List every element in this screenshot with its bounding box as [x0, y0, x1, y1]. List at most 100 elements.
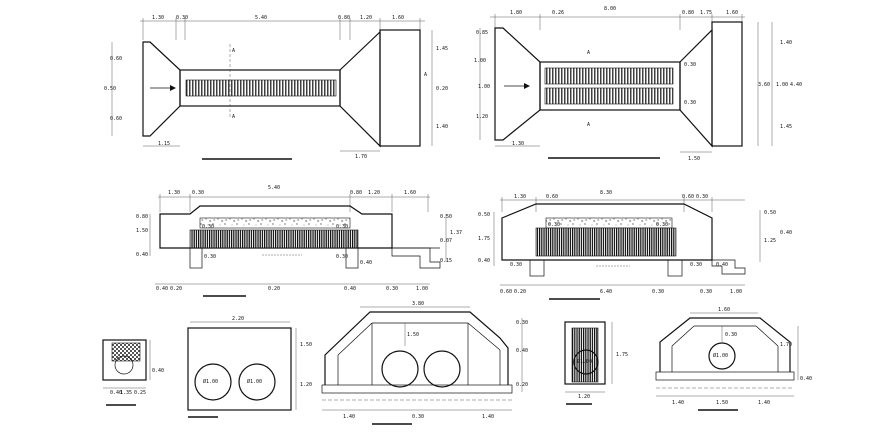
dim-right-2: 1.25: [764, 238, 776, 244]
inner-dim-2: 0.30: [336, 224, 348, 230]
dim-bottom-3: 1.40: [758, 400, 770, 406]
left-footing: [189, 247, 203, 269]
dim-top-5: 1.20: [368, 190, 380, 196]
dim-top-2: 0.60: [546, 194, 558, 200]
dim-bottom-2: 0.30: [412, 414, 424, 420]
deck-slab: [545, 217, 673, 229]
dim-top-3: 5.40: [255, 15, 267, 21]
pipe-label-right: Ø1.00: [247, 378, 262, 385]
dim-right-3: 0.20: [516, 382, 528, 388]
dim-right-1: 1.45: [436, 46, 448, 52]
left-footing: [529, 259, 545, 277]
pipe: [708, 342, 736, 370]
base-slab: [655, 371, 795, 381]
dim-bottom-2: 0.20: [170, 286, 182, 292]
dim-top-4: 0.80: [338, 15, 350, 21]
dim-top: 1.60: [718, 307, 730, 313]
dim-right-2: 3.60: [758, 82, 770, 88]
section-mark-a1: A: [587, 50, 590, 56]
dim-left-1: 0.50: [478, 212, 490, 218]
dim-right-2: 0.40: [800, 376, 812, 382]
dim-right-3: 1.00: [776, 82, 788, 88]
base-slab: [321, 384, 513, 394]
flow-arrow-icon: [170, 85, 176, 91]
dim-top-4: 1.75: [700, 10, 712, 16]
dim-right-1: 0.30: [516, 320, 528, 326]
dim-4: 0.40: [152, 368, 164, 374]
plan-view-right: 1.80 8.00 0.80 1.75 1.60 0.26 A A 0.30 0…: [474, 6, 802, 162]
dim-bottom-3: 1.40: [482, 414, 494, 420]
dim-bottom-1: 0.40: [156, 286, 168, 292]
dim-bottom-6: 1.00: [730, 289, 742, 295]
dim-top-6: 0.26: [552, 10, 564, 16]
riprap-apron: [711, 21, 743, 147]
inner-dim-1: 0.30: [202, 224, 214, 230]
culvert-barrel: [179, 69, 341, 107]
right-footing: [345, 247, 359, 269]
dim-bottom-4: 0.40: [344, 286, 356, 292]
dim-top-1: 1.80: [510, 10, 522, 16]
small-section-left: 0.40 1.35 0.25 0.40: [102, 339, 164, 406]
inner-dim-1: 0.30: [684, 62, 696, 68]
dim-mid: 1.50: [407, 332, 419, 338]
dim-left-4: 1.20: [476, 114, 488, 120]
double-pipe-section: 2.20 Ø1.00 Ø1.00 1.50 1.20: [187, 316, 312, 418]
dim-top-6: 1.60: [392, 15, 404, 21]
dim-right-1: 1.70: [780, 342, 792, 348]
dim-top-5: 1.20: [360, 15, 372, 21]
dim-left-3: 0.40: [136, 252, 148, 258]
dim-bottom-2: 1.50: [716, 400, 728, 406]
dim-left-2: 1.00: [474, 58, 486, 64]
dim-left-3: 0.50: [104, 86, 116, 92]
dim-right-1: 0.50: [440, 214, 452, 220]
dim-right-1: 1.40: [780, 40, 792, 46]
single-head-elevation: 1.60 0.30 Ø1.00 1.40 1.50 1.40 1.70 0.40: [655, 307, 812, 411]
dim-2: 1.35: [120, 390, 132, 396]
dim-bottom-4: 0.30: [652, 289, 664, 295]
dim-right-4: 1.45: [780, 124, 792, 130]
grate-section: [189, 229, 359, 249]
dim-top-1: 1.30: [168, 190, 180, 196]
dim-3: 0.25: [134, 390, 146, 396]
dim-right-2: 0.20: [436, 86, 448, 92]
pipe-label: Ø1.00: [713, 352, 728, 359]
dim-right-3: 1.40: [436, 124, 448, 130]
inner-dim-5: 0.40: [360, 260, 372, 266]
dim-bottom-2: 1.70: [355, 154, 367, 160]
dim-left-2: 1.75: [478, 236, 490, 242]
grate-strip: [185, 79, 337, 97]
inner-dim-5: 0.40: [716, 262, 728, 268]
apron: [711, 259, 746, 275]
dim-right: 1.75: [616, 352, 628, 358]
dim-right-4: 0.15: [440, 258, 452, 264]
double-head-elevation: 3.80 1.50 1.40 0.30 1.40 0.30 0.40 0.20: [321, 301, 528, 425]
plan-view-left: 1.30 0.30 5.40 0.80 1.20 1.60 A A A 0.60…: [104, 15, 448, 160]
dim-top: 2.20: [232, 316, 244, 322]
section-mark-a1: A: [232, 48, 235, 54]
inner-dim-4: 0.30: [336, 254, 348, 260]
dim-right-2: 1.37: [450, 230, 462, 236]
pipe-right: [238, 363, 276, 401]
dim-right-2: 1.20: [300, 382, 312, 388]
grate-strip-lower: [544, 87, 674, 105]
dim-left-1: 0.85: [476, 30, 488, 36]
dim-top-4: 0.80: [350, 190, 362, 196]
dim-bottom-5: 0.30: [700, 289, 712, 295]
headwall-body: [501, 203, 713, 261]
dim-top-3: 8.30: [600, 190, 612, 196]
headwall-outline: [659, 317, 791, 372]
outlet-wingwall: [339, 30, 381, 148]
dim-left-3: 0.40: [478, 258, 490, 264]
dim-top: 3.80: [412, 301, 424, 307]
inlet-wingwall: [494, 27, 541, 141]
pipe-label: Ø1.00: [577, 358, 592, 365]
pipe-right: [423, 350, 461, 388]
dim-mid: 0.30: [725, 332, 737, 338]
outlet-wingwall: [679, 28, 713, 148]
dim-1: 0.40: [110, 390, 122, 396]
dim-right-1: 0.50: [764, 210, 776, 216]
dim-left-2: 0.60: [110, 116, 122, 122]
inner-dim-4: 0.30: [690, 262, 702, 268]
dim-bottom-2: 1.50: [688, 156, 700, 162]
